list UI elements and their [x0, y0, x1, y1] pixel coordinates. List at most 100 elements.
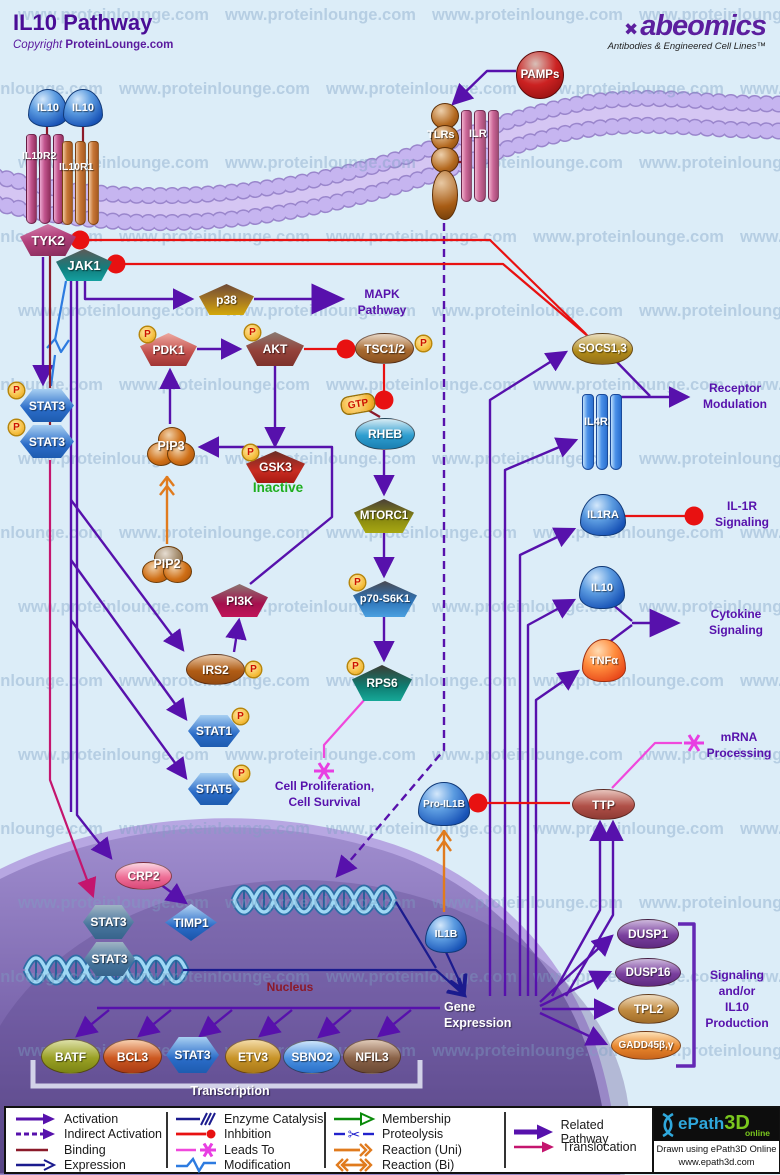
legend-item-inhibition: Inhbition	[174, 1127, 323, 1142]
legend-divider	[324, 1112, 326, 1168]
node-stat3[interactable]: STAT3	[20, 425, 74, 458]
abeomics-name: abeomics	[640, 10, 767, 42]
node-il1b[interactable]: IL1B	[425, 915, 467, 953]
legend-item-expression: Expression	[14, 1158, 162, 1173]
legend-item-related-pathway: Related Pathway	[512, 1118, 652, 1146]
node-pip2[interactable]: PIP2	[142, 546, 192, 584]
legend-label: Expression	[64, 1158, 126, 1172]
transcription-bracket	[30, 1060, 423, 1089]
legend-label: Proteolysis	[382, 1127, 444, 1141]
phospho-badge: P	[234, 766, 249, 781]
node-tlrs-receptor[interactable]: TLRs	[427, 103, 460, 220]
phospho-badge: P	[246, 662, 261, 677]
node-timp1[interactable]: TIMP1	[165, 904, 217, 941]
annotation-nucleus: Nucleus	[266, 980, 314, 994]
node-il10-ligand[interactable]: IL10	[63, 89, 103, 127]
node-il10r2-receptor[interactable]: IL10R2	[22, 134, 64, 224]
legend-item-translocation: Translocation	[512, 1140, 652, 1155]
node-stat5[interactable]: STAT5	[188, 773, 240, 805]
epath3d-logo: ePath3D online	[654, 1108, 779, 1141]
node-tpl2[interactable]: TPL2	[618, 994, 679, 1024]
reaction-bi-icon	[335, 1158, 373, 1172]
phospho-badge: P	[416, 336, 431, 351]
legend-item-indirect-activation: Indirect Activation	[14, 1127, 162, 1142]
reaction-uni-icon	[334, 1142, 373, 1157]
node-nfil3[interactable]: NFIL3	[343, 1039, 401, 1074]
phospho-badge: P	[348, 659, 363, 674]
legend-label: Translocation	[562, 1140, 637, 1154]
node-rheb[interactable]: RHEB	[355, 418, 415, 450]
abeomics-mark-icon: ✖	[623, 20, 638, 39]
epath3d-drawn-line: Drawn using ePath3D Online	[656, 1144, 777, 1154]
receptor-label: IL4R	[584, 416, 608, 428]
node-pamps[interactable]: PAMPs	[516, 51, 564, 99]
node-batf[interactable]: BATF	[41, 1039, 100, 1074]
node-tsc12[interactable]: TSC1/2	[355, 333, 414, 364]
node-sbno2[interactable]: SBNO2	[283, 1040, 341, 1074]
legend-label: Related Pathway	[560, 1117, 609, 1146]
header: IL10 Pathway Copyright ProteinLounge.com	[13, 10, 173, 51]
node-irs2[interactable]: IRS2	[186, 654, 245, 685]
membership-icon	[334, 1111, 376, 1126]
node-il10r1-receptor[interactable]: IL10R1	[59, 141, 99, 225]
page-title: IL10 Pathway	[13, 10, 153, 35]
node-bcl3[interactable]: BCL3	[103, 1039, 162, 1074]
gtp-badge: GTP	[340, 393, 376, 415]
node-stat3[interactable]: STAT3	[20, 389, 74, 422]
node-tyk2[interactable]: TYK2	[20, 224, 76, 256]
node-p38[interactable]: p38	[199, 284, 254, 315]
node-pro-il1b[interactable]: Pro-IL1B	[418, 782, 470, 826]
node-socs13[interactable]: SOCS1,3	[572, 333, 633, 365]
proteinlounge-link[interactable]: ProteinLounge.com	[65, 39, 174, 51]
node-pi3k[interactable]: PI3K	[211, 584, 268, 617]
node-pip3[interactable]: PIP3	[147, 427, 195, 467]
node-etv3[interactable]: ETV3	[225, 1039, 281, 1074]
legend-label: Activation	[64, 1111, 119, 1126]
node-mtorc1[interactable]: MTORC1	[354, 499, 414, 533]
node-stat3[interactable]: STAT3	[83, 905, 134, 939]
node-gadd45[interactable]: GADD45β,γ	[611, 1031, 681, 1060]
receptor-label: ILR	[469, 128, 487, 140]
node-il4r-receptor[interactable]: IL4R	[582, 394, 622, 470]
indirect-activation-icon	[16, 1128, 55, 1140]
node-label: PIP3	[157, 439, 185, 453]
proteolysis-icon: ✂	[334, 1127, 374, 1143]
phospho-badge: P	[243, 445, 258, 460]
phospho-badge: P	[9, 383, 24, 398]
epath3d-url[interactable]: www.epath3d.com	[678, 1157, 755, 1167]
node-tnfa[interactable]: TNFα	[582, 639, 626, 682]
legend-item-binding: Binding	[14, 1142, 162, 1157]
phospho-badge: P	[9, 420, 24, 435]
receptor-label: IL10R1	[59, 161, 94, 173]
dna-helix	[230, 884, 398, 916]
legend-item-leads-to: Leads To	[174, 1142, 323, 1157]
activation-icon	[16, 1113, 55, 1124]
inhibition-icon	[176, 1129, 216, 1139]
translocation-icon	[514, 1141, 554, 1153]
node-il10[interactable]: IL10	[579, 566, 625, 609]
node-stat1[interactable]: STAT1	[188, 715, 240, 747]
node-dusp16[interactable]: DUSP16	[615, 958, 681, 987]
node-ilr-receptor[interactable]: ILR	[461, 110, 499, 202]
node-stat3[interactable]: STAT3	[166, 1037, 219, 1073]
related-pathway-icon	[514, 1124, 553, 1139]
abeomics-logo[interactable]: ✖abeomics Antibodies & Engineered Cell L…	[608, 10, 767, 52]
node-dusp1[interactable]: DUSP1	[617, 919, 679, 949]
node-stat3[interactable]: STAT3	[84, 942, 135, 976]
node-il1ra[interactable]: IL1RA	[580, 494, 626, 536]
copyright-label: Copyright	[13, 39, 63, 51]
node-crp2[interactable]: CRP2	[115, 862, 172, 890]
legend-item-activation: Activation	[14, 1111, 162, 1126]
phospho-badge: P	[245, 325, 260, 340]
node-ttp[interactable]: TTP	[572, 789, 635, 820]
epath3d-credit: ePath3D online Drawn using ePath3D Onlin…	[652, 1106, 780, 1174]
legend-item-enzyme-catalysis: Enzyme Catalysis	[174, 1111, 323, 1126]
legend-label: Modification	[224, 1158, 291, 1172]
phospho-badge: P	[233, 709, 248, 724]
node-il10-ligand[interactable]: IL10	[28, 89, 68, 127]
